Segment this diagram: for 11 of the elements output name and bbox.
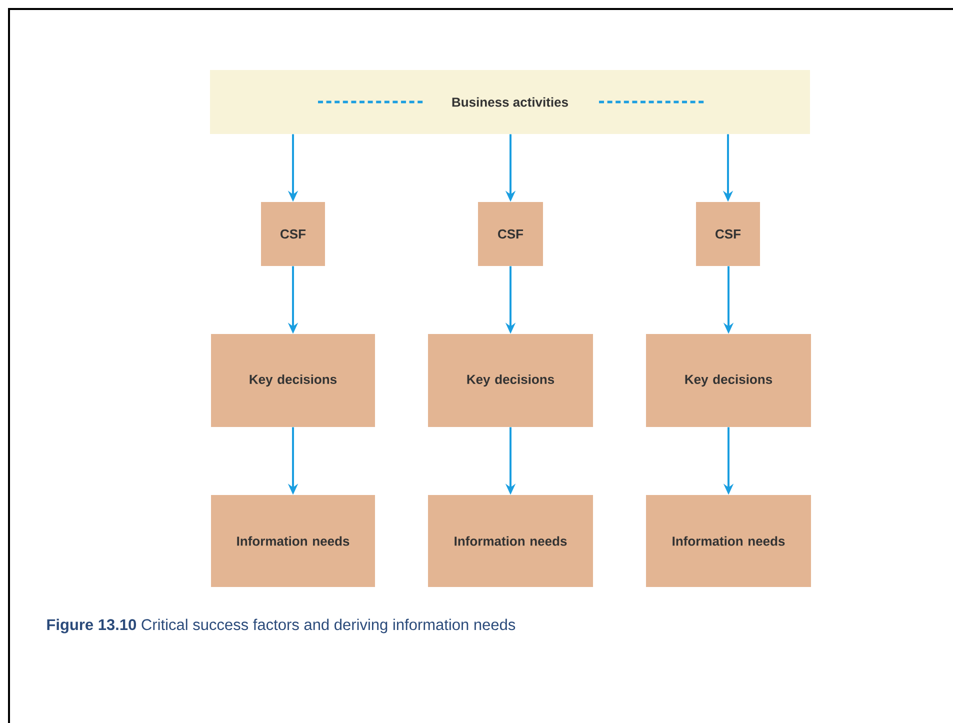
- activities-band: Business activities: [210, 70, 810, 134]
- process-box: CSF: [478, 202, 543, 266]
- process-box: CSF: [261, 202, 325, 266]
- figure-caption: Figure 13.10 Critical success factors and deriving information needs: [47, 618, 516, 634]
- process-box: Information needs: [646, 495, 811, 587]
- process-box: Key decisions: [646, 334, 811, 427]
- process-box: Key decisions: [211, 334, 375, 427]
- process-box: CSF: [696, 202, 760, 266]
- process-box: Information needs: [211, 495, 375, 587]
- process-box: Key decisions: [428, 334, 593, 427]
- process-box: Information needs: [428, 495, 593, 587]
